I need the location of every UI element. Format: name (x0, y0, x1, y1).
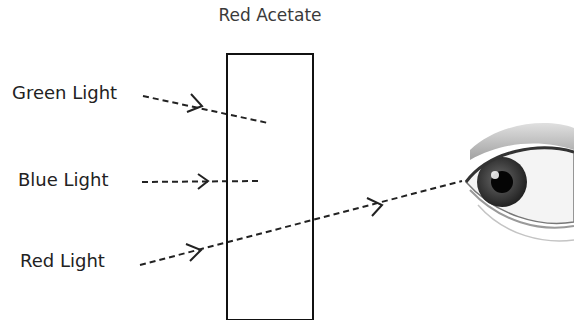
red-ray (140, 181, 462, 265)
red-arrowhead (186, 244, 201, 261)
light-label: Blue Light (18, 169, 108, 190)
light-label: Green Light (12, 82, 117, 103)
filter-sheet: Red Acetate (200, 5, 340, 320)
acetate-outline (226, 53, 314, 320)
blue-arrowhead (198, 174, 208, 189)
light-label: Red Light (20, 250, 105, 271)
sheet-title: Red Acetate (200, 5, 340, 25)
blue-ray (142, 181, 258, 182)
green-ray (143, 96, 268, 123)
red-arrowhead (367, 198, 382, 216)
green-arrowhead (187, 94, 202, 112)
ray-arrowhead (186, 94, 382, 261)
light-ray (140, 96, 462, 265)
eye-illustration (466, 123, 574, 241)
